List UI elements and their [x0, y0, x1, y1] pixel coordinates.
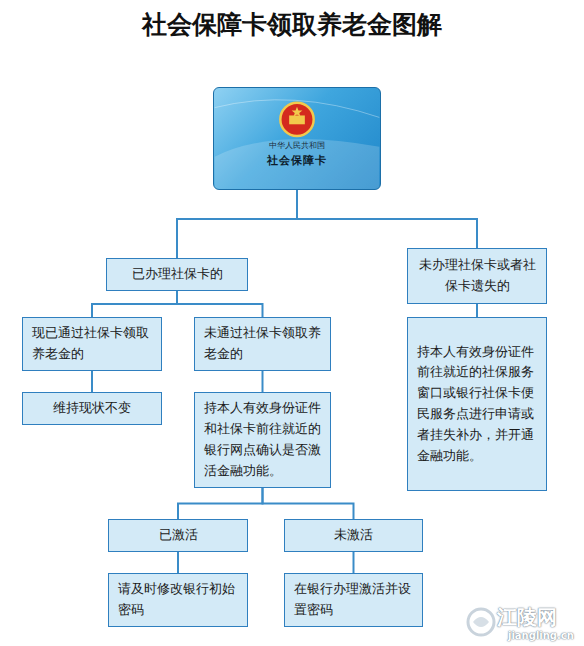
box-text: 已办理社保卡的: [116, 264, 238, 285]
social-security-card: 中华人民共和国社会保障卡: [213, 87, 381, 190]
connector-line: [177, 291, 263, 317]
connector-line: [177, 190, 297, 258]
box-text: 未激活: [294, 525, 413, 546]
box-text: 请及时修改银行初始密码: [118, 579, 238, 621]
connector-line: [91, 371, 93, 392]
diagram-title: 社会保障卡领取养老金图解: [0, 8, 584, 41]
connector-line: [92, 291, 177, 317]
box-text: 持本人有效身份证件和社保卡前往就近的银行网点确认是否激活金融功能。: [204, 398, 321, 481]
connector-line: [177, 552, 179, 573]
connector-line: [263, 488, 354, 519]
process-box: 持本人有效身份证件和社保卡前往就近的银行网点确认是否激活金融功能。: [194, 392, 331, 488]
box-text: 维持现状不变: [32, 398, 152, 419]
process-box: 持本人有效身份证件前往就近的社保服务窗口或银行社保卡便民服务点进行申请或者挂失补…: [407, 317, 547, 491]
process-box: 请及时修改银行初始密码: [108, 573, 248, 627]
box-text: 现已通过社保卡领取养老金的: [32, 323, 152, 365]
connector-line: [297, 190, 477, 248]
card-name: 社会保障卡: [214, 154, 380, 167]
logo-ring: [468, 609, 494, 635]
process-box: 未激活: [284, 519, 423, 552]
box-text: 未办理社保卡或者社保卡遗失的: [417, 255, 537, 297]
watermark-text: 江陵网: [497, 606, 557, 628]
box-text: 已激活: [118, 525, 238, 546]
process-box: 已激活: [108, 519, 248, 552]
process-box: 已办理社保卡的: [106, 258, 248, 291]
process-box: 现已通过社保卡领取养老金的: [22, 317, 162, 371]
national-emblem: [280, 103, 313, 136]
process-box: 未通过社保卡领取养老金的: [194, 317, 331, 371]
connector-line: [262, 371, 264, 392]
watermark-text: jiangling.cn: [508, 630, 574, 641]
box-text: 在银行办理激活并设置密码: [294, 579, 413, 621]
box-text: 未通过社保卡领取养老金的: [204, 323, 321, 365]
card-art: [214, 88, 380, 189]
connector-line: [353, 552, 355, 573]
connector-line: [476, 304, 478, 317]
emblem-star: [292, 107, 303, 117]
emblem-gate: [289, 115, 305, 124]
process-box: 维持现状不变: [22, 392, 162, 425]
card-country: 中华人民共和国: [214, 142, 380, 151]
card-wave: [215, 139, 380, 189]
logo-mark: [473, 617, 489, 627]
connector-line: [178, 488, 263, 519]
process-box: 在银行办理激活并设置密码: [284, 573, 423, 627]
process-box: 未办理社保卡或者社保卡遗失的: [407, 248, 547, 304]
box-text: 持本人有效身份证件前往就近的社保服务窗口或银行社保卡便民服务点进行申请或者挂失补…: [417, 342, 537, 467]
